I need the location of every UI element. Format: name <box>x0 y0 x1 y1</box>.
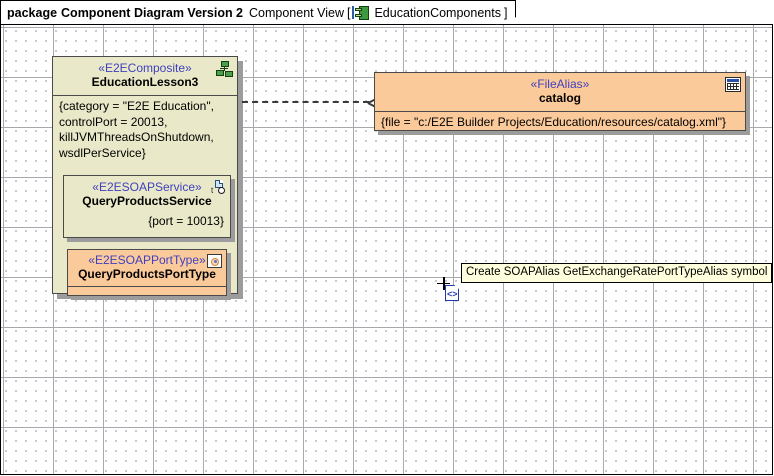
porttype-header: «E2ESOAPPortType» QueryProductsPortType <box>68 250 226 286</box>
tooltip: Create SOAPAlias GetExchangeRatePortType… <box>461 263 773 283</box>
component-education-lesson3[interactable]: «E2EComposite» EducationLesson3 {categor… <box>52 56 238 300</box>
component-icon <box>352 5 370 20</box>
dependency-line <box>242 101 369 103</box>
bracket-close: ] <box>503 5 508 20</box>
composite-tags: {category = "E2E Education", controlPort… <box>53 95 237 165</box>
dependency-arrow[interactable] <box>242 97 379 109</box>
package-name: Component Diagram Version 2 <box>61 5 244 20</box>
package-header-tab[interactable]: package Component Diagram Version 2 Comp… <box>0 0 517 25</box>
view-name: Component View <box>249 5 344 20</box>
component-catalog-filealias[interactable]: «FileAlias» catalog {file = "c:/E2E Buil… <box>374 72 746 131</box>
diagram-name: EducationComponents <box>374 5 501 20</box>
composite-stereotype: «E2EComposite» <box>98 61 192 75</box>
service-header: «E2ESOAPService» QueryProductsService <box>64 176 230 214</box>
composite-tag-line: controlPort = 20013, <box>59 114 168 129</box>
porttype-name: QueryProductsPortType <box>78 267 216 281</box>
service-name: QueryProductsService <box>82 194 212 208</box>
crosshair-new-element-cursor: <> <box>437 277 467 305</box>
porttype-stereotype: «E2ESOAPPortType» <box>88 253 206 267</box>
component-query-products-porttype[interactable]: «E2ESOAPPortType» QueryProductsPortType <box>67 249 227 296</box>
composite-icon <box>216 61 233 77</box>
service-icon: t <box>211 180 226 195</box>
porttype-empty-compartment <box>68 286 226 298</box>
filealias-name: catalog <box>538 91 581 105</box>
composite-tag-line: {category = "E2E Education", <box>59 99 214 113</box>
composite-tag-line: killJVMThreadsOnShutdown, <box>59 130 214 144</box>
composite-tag-line: wsdlPerService} <box>59 145 146 160</box>
service-tags: {port = 10013} <box>148 214 224 228</box>
filealias-icon <box>725 77 741 92</box>
composite-header: «E2EComposite» EducationLesson3 <box>53 57 237 95</box>
package-keyword: package <box>7 5 58 20</box>
filealias-header: «FileAlias» catalog <box>375 73 745 111</box>
component-query-products-service[interactable]: t «E2ESOAPService» QueryProductsService … <box>63 175 231 238</box>
bracket-open: [ <box>346 5 351 20</box>
filealias-stereotype: «FileAlias» <box>530 77 590 91</box>
porttype-icon <box>207 254 222 268</box>
service-stereotype: «E2ESOAPService» <box>92 180 202 194</box>
composite-name: EducationLesson3 <box>91 75 199 89</box>
filealias-tags: {file = "c:/E2E Builder Projects/Educati… <box>375 111 745 135</box>
